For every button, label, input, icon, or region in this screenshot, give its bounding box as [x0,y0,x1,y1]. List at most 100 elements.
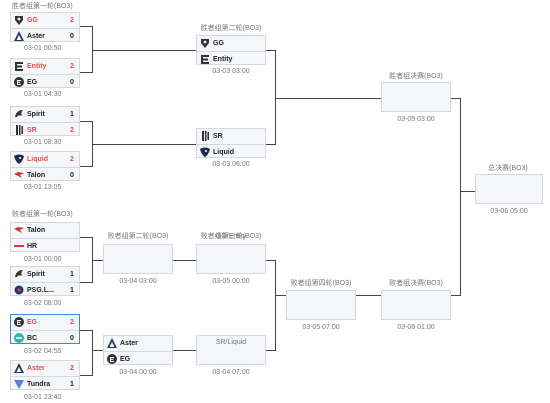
liquid-logo-icon [11,153,27,165]
match-wb6[interactable]: SR Liquid [196,128,266,158]
team-row[interactable]: Tundra 1 [11,376,79,391]
match-time: 03-02 08:00 [24,300,62,307]
team-name: SR [213,132,223,140]
team-name: Liquid [213,148,234,156]
match-time: 03-04 00:00 [119,369,157,376]
team-row[interactable]: Liquid 2 [11,152,79,166]
team-name: EG [120,355,131,363]
aster-logo-icon [11,30,27,42]
talon-logo-icon [11,169,27,181]
team-row[interactable]: Talon 0 [11,167,79,182]
match-time: 03-05 00:00 [212,278,250,285]
match-time: 03-03 03:00 [212,68,250,75]
match-time: 03-03 06:00 [212,161,250,168]
match-wb3[interactable]: Spirit 1 SR 2 [10,106,80,136]
match-lb-final[interactable] [381,290,451,320]
gg-logo-icon [197,37,213,49]
team-row[interactable]: GG 2 [11,13,79,27]
spirit-logo-icon [11,108,27,120]
match-lb8[interactable]: SR/Liquid [196,335,266,365]
match-lb2[interactable]: Spirit 1 PSG.L... 1 [10,266,80,296]
match-time: 03-05 07:00 [302,324,340,331]
match-lb9[interactable] [286,290,356,320]
team-name: Aster [120,339,138,347]
team-row[interactable]: PSG.L... 1 [11,282,79,297]
team-row[interactable]: Talon [11,223,79,237]
match-lb5[interactable] [103,244,173,274]
team-row[interactable]: Entity [197,51,265,66]
match-wb2[interactable]: Entity 2 EG 0 [10,58,80,88]
gg-logo-icon [11,14,27,26]
team-row[interactable]: EG [104,351,172,366]
team-name: Tundra [27,380,51,388]
match-grand-final[interactable] [475,174,543,204]
team-row[interactable]: SR 2 [11,122,79,137]
sr-logo-icon [197,130,213,142]
aster-logo-icon [104,337,120,349]
eg-logo-icon [11,76,27,88]
team-name: Spirit [27,110,45,118]
lb-round4-label: 败者组第四轮(BO3) [290,280,352,287]
match-wb1[interactable]: GG 2 Aster 0 [10,12,80,42]
entity-logo-icon [197,53,213,65]
team-score: 2 [70,155,74,163]
team-row[interactable]: Aster [104,336,172,350]
team-score: 0 [70,171,74,179]
team-name: Aster [27,364,45,372]
aster-logo-icon [11,362,27,374]
match-lb1[interactable]: Talon HR [10,222,80,252]
wb-round1-label: 胜者组第一轮(BO3) [12,3,73,10]
tundra-logo-icon [11,378,27,390]
team-row[interactable]: EG 2 [11,315,79,329]
hr-logo-icon [11,240,27,252]
team-row[interactable]: HR [11,238,79,253]
team-name: Aster [27,32,45,40]
team-name: Talon [27,226,46,234]
match-lb4[interactable]: Aster 2 Tundra 1 [10,360,80,390]
match-wb-final[interactable] [381,82,451,112]
match-time: 03-02 04:55 [24,348,62,355]
team-score: 1 [70,270,74,278]
team-row[interactable]: SR [197,129,265,143]
match-wb4[interactable]: Liquid 2 Talon 0 [10,151,80,181]
match-time: 03-01 13:05 [24,184,62,191]
match-time: 03-01 00:50 [24,45,62,52]
match-time: 03-06 05:00 [490,208,528,215]
bc-logo-icon [11,332,27,344]
match-lb7[interactable]: GG/Entity [196,233,266,274]
team-score: 2 [70,16,74,24]
team-score: 2 [70,62,74,70]
team-name: Entity [27,62,47,70]
match-time: 03-01 04:30 [24,91,62,98]
match-time: 03-04 07:00 [212,369,250,376]
team-name: Spirit [27,270,45,278]
team-row[interactable]: GG [197,36,265,50]
grand-final-label: 总决赛(BO3) [488,165,528,172]
match-wb5[interactable]: GG Entity [196,35,266,65]
lb-round1-label: 败者组第一轮(BO3) [12,211,73,218]
team-score: 1 [70,110,74,118]
team-name: GG [27,16,38,24]
team-score: 0 [70,32,74,40]
team-score: 2 [70,364,74,372]
team-row[interactable]: Aster 0 [11,28,79,43]
team-row[interactable]: Spirit 1 [11,267,79,281]
team-row[interactable]: Entity 2 [11,59,79,73]
match-time: 03-01 23:40 [24,394,62,401]
eg-logo-icon [11,316,27,328]
team-name: SR [27,126,37,134]
match-lb3[interactable]: EG 2 BC 0 [10,314,80,344]
team-name: Entity [213,55,233,63]
match-title: GG/Entity [215,233,247,240]
match-time: 03-06 01:00 [397,324,435,331]
team-score: 1 [70,286,74,294]
lb-round3-label: 败者组第三轮(BO3) [200,233,262,240]
team-row[interactable]: Aster 2 [11,361,79,375]
wb-final-label: 胜者组决赛(BO3) [389,73,443,80]
spirit-logo-icon [11,268,27,280]
team-row[interactable]: Liquid [197,144,265,159]
team-row[interactable]: Spirit 1 [11,107,79,121]
match-lb6[interactable]: Aster EG [103,335,173,365]
team-row[interactable]: BC 0 [11,330,79,345]
team-row[interactable]: EG 0 [11,74,79,89]
